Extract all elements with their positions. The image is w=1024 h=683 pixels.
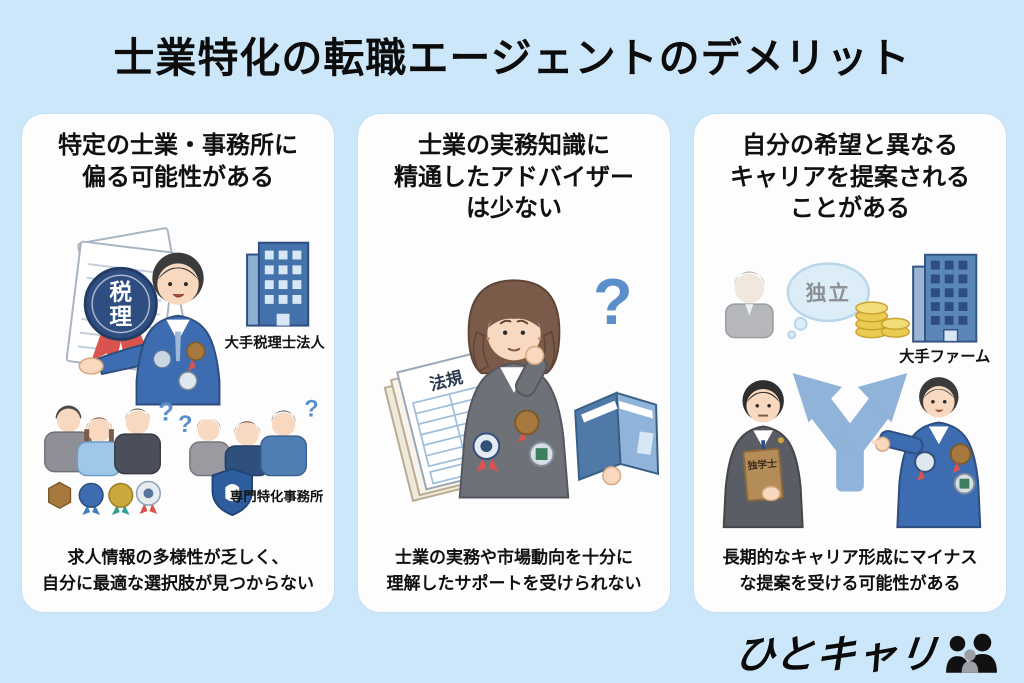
- cards-row: 特定の士業・事務所に 偏る可能性がある: [22, 114, 1006, 612]
- card2-caption-line1: 士業の実務や市場動向を十分に: [395, 548, 633, 567]
- building-label: 大手ファーム: [899, 347, 990, 365]
- page-title: 士業特化の転職エージェントのデメリット: [113, 35, 911, 81]
- faded-person-icon: [724, 271, 774, 339]
- fork-arrow-icon: [792, 373, 908, 492]
- card-biased-to-specific-firms: 特定の士業・事務所に 偏る可能性がある: [22, 114, 334, 612]
- card1-illustration-svg: 税 理 大手税理士法人: [44, 227, 326, 517]
- card3-caption-line2: な提案を受ける可能性がある: [739, 573, 961, 593]
- card2-caption-line2: 理解したサポートを受けられない: [386, 573, 642, 593]
- card2-title-line3: は少ない: [466, 195, 562, 223]
- card2-illustration-svg: ? 法規: [383, 265, 660, 502]
- tax-medal-label-bottom: 理: [109, 304, 132, 330]
- shield-label: 専門特化事務所: [230, 488, 324, 504]
- card3-title-line1: 自分の希望と異なる: [742, 132, 958, 159]
- card-few-knowledgeable-advisors: 士業の実務知識に 精通したアドバイザー は少ない ? 法規: [358, 114, 670, 612]
- question-mark-icon: ?: [593, 265, 633, 338]
- candidate-group-right: ? ?: [178, 397, 319, 477]
- worried-advisor-illustration: [458, 279, 570, 499]
- card2-title-line2: 精通したアドバイザー: [394, 163, 634, 191]
- card1-title-line2: 偏る可能性がある: [82, 163, 274, 191]
- question-mark-middle: ?: [178, 412, 192, 438]
- brand-logo-text: ひとキャリ: [732, 633, 942, 677]
- building-icon: [246, 241, 310, 327]
- folder-label: 独学士: [747, 457, 778, 473]
- card3-title-line3: ことがある: [790, 195, 910, 223]
- candidate-group-left: ?: [44, 398, 174, 477]
- brand-logo: ひとキャリ: [732, 633, 998, 677]
- license-medals-icon: [48, 480, 161, 516]
- agent-illustration: [78, 252, 221, 406]
- card1-title: 特定の士業・事務所に 偏る可能性がある: [58, 130, 298, 193]
- coins-icon: [855, 301, 910, 339]
- question-mark-right: ?: [304, 397, 318, 423]
- question-mark-left: ?: [158, 398, 174, 426]
- card3-title: 自分の希望と異なる キャリアを提案される ことがある: [730, 130, 970, 225]
- card1-caption-line2: 自分に最適な選択肢が見つからない: [42, 573, 314, 593]
- card2-title-line1: 士業の実務知識に: [418, 132, 610, 159]
- card1-caption-line1: 求人情報の多様性が乏しく、: [67, 548, 289, 567]
- shield-icon: [211, 467, 253, 517]
- thought-bubble-label: 独立: [806, 281, 851, 305]
- thought-bubble-icon: 独立: [786, 262, 870, 340]
- card3-illustration-svg: 独立: [722, 253, 990, 529]
- card2-title: 士業の実務知識に 精通したアドバイザー は少ない: [394, 130, 634, 225]
- people-icon: [946, 633, 997, 673]
- card1-caption: 求人情報の多様性が乏しく、 自分に最適な選択肢が見つからない: [42, 545, 314, 596]
- card1-illustration: 税 理 大手税理士法人: [30, 193, 326, 545]
- pointing-agent-illustration: [871, 377, 982, 529]
- card2-caption: 士業の実務や市場動向を十分に 理解したサポートを受けられない: [387, 545, 642, 596]
- tax-medal-label-top: 税: [109, 279, 132, 305]
- card1-title-line1: 特定の士業・事務所に: [58, 132, 298, 159]
- card3-caption-line1: 長期的なキャリア形成にマイナス: [722, 548, 978, 567]
- building-icon: [912, 253, 978, 343]
- candidate-with-folder-illustration: 独学士: [722, 380, 804, 529]
- open-book-icon: [574, 391, 660, 486]
- card3-title-line2: キャリアを提案される: [730, 163, 970, 191]
- card-mismatched-career-proposals: 自分の希望と異なる キャリアを提案される ことがある 独立: [694, 114, 1006, 612]
- card3-illustration: 独立: [702, 225, 998, 545]
- card2-illustration: ? 法規: [366, 225, 662, 545]
- building-label: 大手税理士法人: [225, 333, 326, 351]
- card3-caption: 長期的なキャリア形成にマイナス な提案を受ける可能性がある: [723, 545, 978, 596]
